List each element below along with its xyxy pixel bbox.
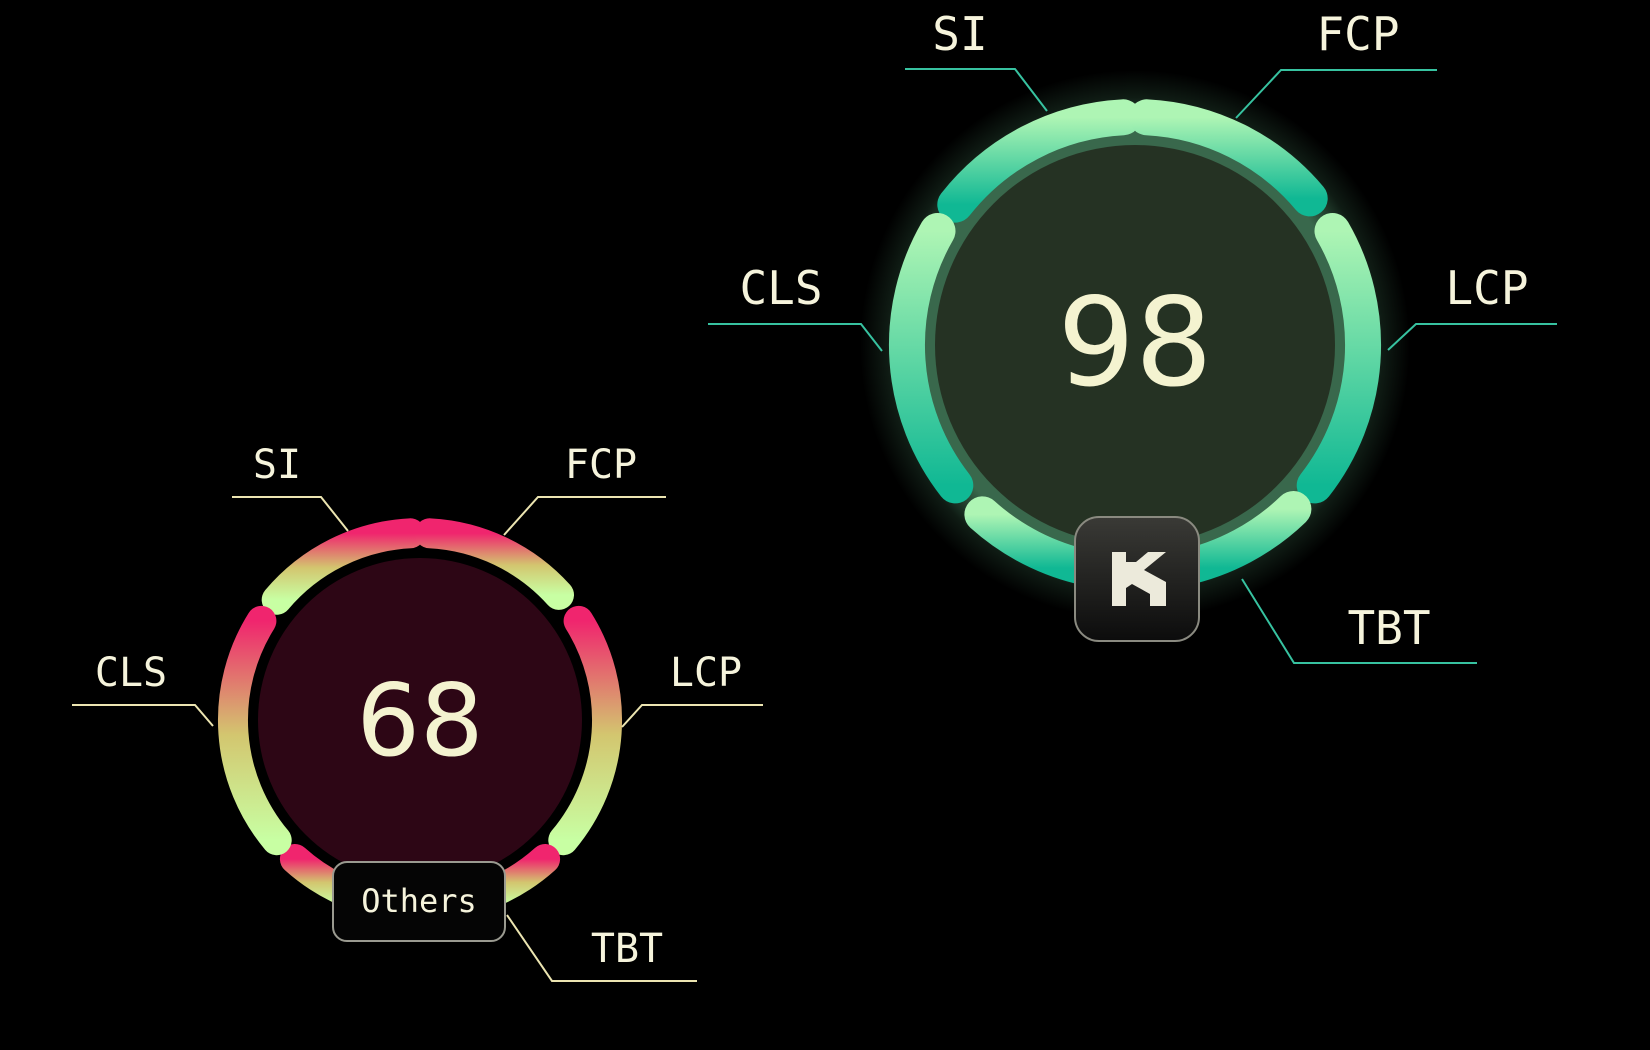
poor-fcp-leader [503, 496, 666, 536]
good-lcp-segment [1296, 213, 1382, 504]
good-lcp-leader [1387, 323, 1557, 351]
good-si-segment [937, 99, 1142, 223]
poor-lcp-segment [548, 605, 622, 856]
poor-fcp-label: FCP [565, 442, 637, 488]
poor-score-value: 68 [356, 662, 483, 779]
poor-si-segment [261, 518, 426, 615]
good-gauge-face [935, 145, 1335, 545]
poor-si-leader [232, 496, 349, 532]
good-cls-label: CLS [739, 261, 822, 315]
good-logo-badge [1074, 516, 1200, 642]
poor-tbt-leader [506, 914, 697, 982]
poor-tbt-label: TBT [591, 926, 663, 972]
poor-cls-leader [72, 704, 214, 727]
good-fcp-label: FCP [1316, 7, 1399, 61]
poor-others-badge: Others [332, 861, 506, 942]
poor-lcp-label: LCP [670, 650, 742, 696]
lightning-logo-icon [1112, 552, 1166, 606]
good-cls-leader [708, 323, 883, 352]
poor-lcp-leader [621, 704, 763, 728]
poor-si-label: SI [253, 442, 301, 488]
poor-fcp-segment [414, 518, 574, 610]
good-score-gauge: 98 SI FCP CLS LCP TBT [708, 7, 1557, 664]
good-tbt-label: TBT [1347, 601, 1430, 655]
poor-cls-segment [218, 605, 292, 856]
good-tbt-leader [1241, 578, 1477, 664]
poor-cls-label: CLS [95, 650, 167, 696]
good-fcp-segment [1128, 99, 1328, 217]
poor-gauge-face [258, 558, 582, 882]
good-score-value: 98 [1057, 272, 1212, 414]
others-badge-label: Others [361, 882, 477, 920]
poor-score-gauge: 68 SI FCP CLS LCP TBT Others [72, 442, 763, 982]
good-cls-segment [888, 213, 974, 504]
good-si-leader [905, 68, 1048, 112]
good-fcp-leader [1235, 69, 1437, 119]
good-si-label: SI [932, 7, 987, 61]
good-lcp-label: LCP [1445, 261, 1528, 315]
